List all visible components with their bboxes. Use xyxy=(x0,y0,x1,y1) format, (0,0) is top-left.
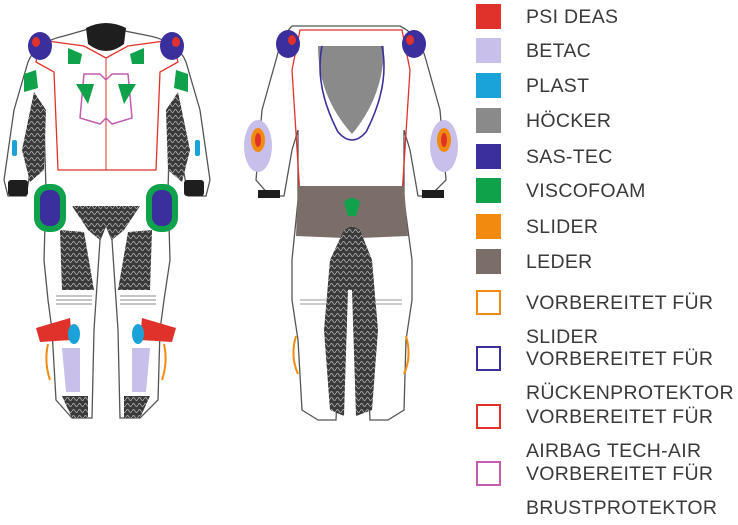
legend-swatch xyxy=(476,4,501,29)
back-suit xyxy=(244,25,458,421)
legend: PSI DEAS BETAC PLAST HÖCKER SAS-TEC VISC… xyxy=(476,4,738,519)
legend-label: BETAC xyxy=(526,40,592,62)
legend-swatch xyxy=(476,404,501,429)
legend-label: PSI DEAS xyxy=(526,6,619,28)
legend-item-psi-deas: PSI DEAS xyxy=(476,4,738,34)
suit-illustration xyxy=(3,23,458,421)
legend-item-plast: PLAST xyxy=(476,73,738,103)
legend-item-prepared-slider: VORBEREITET FÜR SLIDER xyxy=(476,290,738,354)
legend-swatch xyxy=(476,461,501,486)
legend-item-prepared-chest-protector: VORBEREITET FÜR BRUSTPROTEKTOR xyxy=(476,461,738,525)
legend-label: VORBEREITET FÜR BRUSTPROTEKTOR xyxy=(526,463,718,519)
legend-swatch xyxy=(476,249,501,274)
legend-label: PLAST xyxy=(526,75,590,97)
legend-label: VORBEREITET FÜR AIRBAG TECH-AIR xyxy=(526,406,714,462)
legend-swatch xyxy=(476,38,501,63)
legend-swatch xyxy=(476,214,501,239)
legend-label: VORBEREITET FÜR RÜCKENPROTEKTOR xyxy=(526,348,734,404)
legend-item-leder: LEDER xyxy=(476,249,738,279)
legend-item-slider: SLIDER xyxy=(476,214,738,244)
legend-label: VISCOFOAM xyxy=(526,180,646,202)
legend-swatch xyxy=(476,73,501,98)
legend-label: VORBEREITET FÜR SLIDER xyxy=(526,292,714,348)
legend-item-hoecker: HÖCKER xyxy=(476,108,738,138)
legend-swatch xyxy=(476,290,501,315)
legend-item-viscofoam: VISCOFOAM xyxy=(476,178,738,208)
legend-label: SLIDER xyxy=(526,216,599,238)
legend-swatch xyxy=(476,178,501,203)
legend-label: SAS-TEC xyxy=(526,146,613,168)
legend-item-prepared-airbag: VORBEREITET FÜR AIRBAG TECH-AIR xyxy=(476,404,738,468)
legend-item-prepared-back-protector: VORBEREITET FÜR RÜCKENPROTEKTOR xyxy=(476,346,738,410)
legend-swatch xyxy=(476,144,501,169)
legend-label: LEDER xyxy=(526,251,593,273)
legend-label: HÖCKER xyxy=(526,110,612,132)
legend-item-sas-tec: SAS-TEC xyxy=(476,144,738,174)
legend-swatch xyxy=(476,108,501,133)
front-suit xyxy=(3,23,211,419)
legend-item-betac: BETAC xyxy=(476,38,738,68)
legend-swatch xyxy=(476,346,501,371)
